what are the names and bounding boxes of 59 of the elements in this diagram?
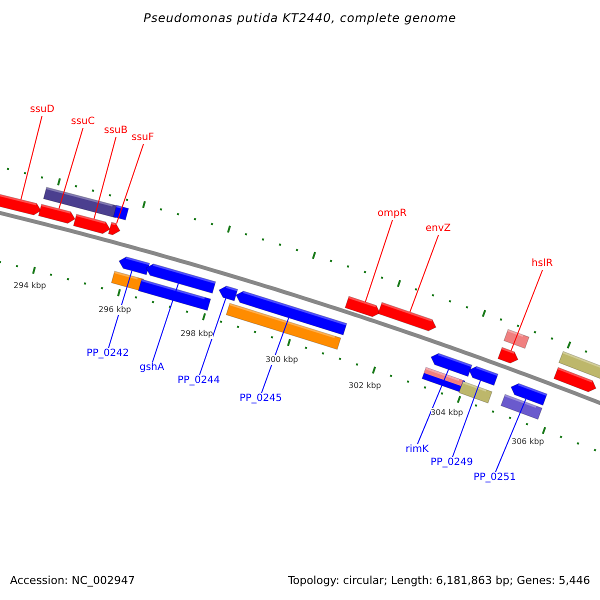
scale-label: 302 kbp <box>348 381 382 391</box>
leader-line <box>94 136 116 220</box>
diagram-title: Pseudomonas putida KT2440, complete genome <box>144 12 456 24</box>
gene-bar <box>468 366 498 386</box>
gene-bar <box>113 204 129 220</box>
gene-label: hslR <box>532 258 553 270</box>
scale-label: 306 kbp <box>512 437 544 447</box>
gene-label: PP_0251 <box>474 472 516 484</box>
scale-label: 298 kbp <box>180 329 214 339</box>
gene-label: rimK <box>406 444 429 456</box>
gene-bar <box>458 380 492 404</box>
gene-bar <box>43 186 119 218</box>
gene-bar <box>226 302 342 350</box>
leader-line <box>495 398 526 472</box>
scale-label: 300 kbp <box>266 355 298 365</box>
gene-bar <box>0 194 42 216</box>
gene-label: PP_0242 <box>86 348 130 360</box>
leader-line <box>152 283 179 362</box>
leader-line <box>364 220 393 302</box>
gene-bar <box>500 394 543 420</box>
gene-label: ssuF <box>132 132 154 144</box>
gene-bar <box>497 346 518 364</box>
gene-bar <box>138 278 212 311</box>
leader-line <box>116 144 144 224</box>
gene-label: PP_0245 <box>240 393 282 405</box>
gene-bar <box>503 328 530 349</box>
accession-text: Accession: NC_002947 <box>10 575 136 587</box>
scale-label: 296 kbp <box>98 305 132 315</box>
gene-bar <box>236 290 348 336</box>
leader-line <box>409 234 439 312</box>
gene-label: ssuC <box>71 116 95 128</box>
gene-bar <box>108 222 120 236</box>
gene-bar <box>553 366 596 392</box>
leader-line <box>199 298 226 376</box>
gene-label: envZ <box>426 223 451 235</box>
gene-bar <box>510 383 548 406</box>
gene-bar <box>110 270 144 292</box>
leader-line <box>20 116 42 200</box>
gene-label: ssuD <box>30 104 54 116</box>
leader-line <box>452 380 481 458</box>
gene-label: PP_0244 <box>178 375 220 387</box>
gene-bar <box>344 296 380 318</box>
gene-bar <box>146 264 216 294</box>
leader-line <box>510 270 543 352</box>
gene-label: PP_0249 <box>430 457 474 469</box>
gene-bar <box>38 204 76 224</box>
gene-label: ompR <box>378 208 407 220</box>
leader-line <box>417 369 449 444</box>
gene-bar <box>218 286 238 302</box>
gene-label: gshA <box>140 362 164 374</box>
gene-bar <box>118 256 150 276</box>
leader-line <box>261 317 290 394</box>
scale-label: 294 kbp <box>14 281 46 291</box>
gene-label: ssuB <box>104 125 128 137</box>
leader-line <box>108 270 132 348</box>
genome-info-text: Topology: circular; Length: 6,181,863 bp; Genes: 5,446 <box>288 575 590 587</box>
scale-label: 304 kbp <box>430 408 464 418</box>
leader-line <box>58 128 84 210</box>
gene-bar <box>430 352 472 377</box>
